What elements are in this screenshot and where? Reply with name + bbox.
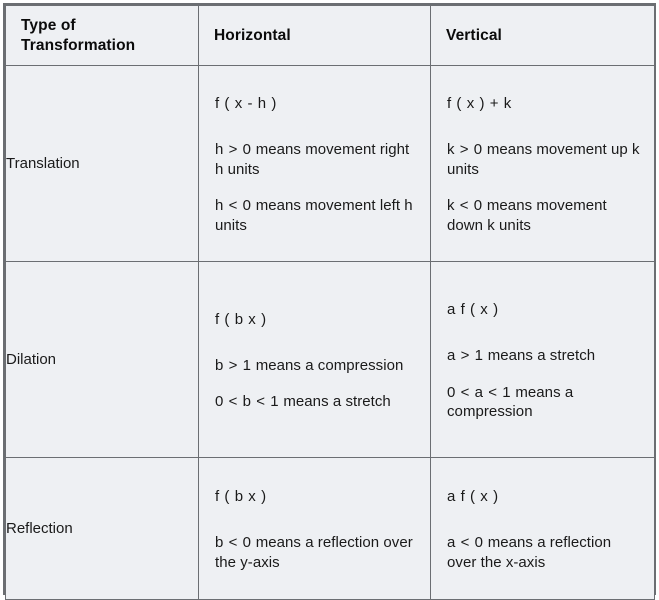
statement-condition: k > 0 (447, 140, 483, 158)
table-row: Translation f ( x - h ) h > 0 means move… (5, 65, 655, 262)
cell-content: f ( x - h ) h > 0 means movement right h… (199, 75, 430, 252)
statement-condition: a > 1 (447, 346, 484, 364)
statement-text: means movement down k units (447, 197, 607, 235)
column-header-type-label: Type of Transformation (6, 16, 198, 56)
transformations-table-frame: Type of Transformation Horizontal Vertic… (3, 3, 656, 600)
statement-text: means a compression (447, 383, 574, 421)
cell-content: a f ( x ) a < 0 means a reflection over … (431, 468, 654, 588)
statement-text: means a stretch (487, 346, 596, 364)
column-header-vertical-label: Vertical (431, 26, 654, 46)
statement-condition: b < 0 (215, 534, 252, 552)
formula: f ( b x ) (215, 310, 267, 328)
transformations-table: Type of Transformation Horizontal Vertic… (5, 5, 655, 600)
column-header-horizontal: Horizontal (198, 5, 431, 66)
cell-content: f ( b x ) b > 1 means a compression 0 < … (199, 291, 430, 428)
statement: k < 0 means movement down k units (447, 196, 640, 236)
statement-condition: h < 0 (215, 197, 252, 215)
cell-content: f ( b x ) b < 0 means a reflection over … (199, 468, 430, 588)
statement: a < 0 means a reflection over the x-axis (447, 533, 640, 573)
row-label-translation: Translation (5, 65, 199, 262)
cell-reflection-vertical: a f ( x ) a < 0 means a reflection over … (430, 457, 655, 600)
statement-text: means a reflection over the x-axis (447, 534, 612, 571)
cell-translation-horizontal: f ( x - h ) h > 0 means movement right h… (198, 65, 431, 262)
statement-text: means movement right h units (215, 140, 410, 178)
column-header-vertical: Vertical (430, 5, 655, 66)
statement: h > 0 means movement right h units (215, 140, 416, 180)
formula: f ( x - h ) (215, 95, 277, 112)
statement-text: means a stretch (283, 393, 391, 411)
cell-reflection-horizontal: f ( b x ) b < 0 means a reflection over … (198, 457, 431, 600)
statement-text: means a compression (255, 356, 404, 374)
formula: f ( x ) + k (447, 95, 512, 112)
statement: 0 < a < 1 means a compression (447, 383, 640, 423)
statement: 0 < b < 1 means a stretch (215, 392, 416, 412)
statement: a > 1 means a stretch (447, 346, 640, 366)
statement-condition: a < 0 (447, 534, 484, 552)
statement-text: means movement up k units (447, 140, 640, 178)
statement-condition: 0 < a < 1 (447, 383, 512, 401)
column-header-horizontal-label: Horizontal (199, 26, 430, 46)
statement-condition: b > 1 (215, 356, 252, 374)
row-label-dilation: Dilation (5, 261, 199, 458)
statement-condition: h > 0 (215, 140, 252, 158)
column-header-horizontal-line-1: Horizontal (214, 26, 291, 44)
statement-condition: k < 0 (447, 197, 483, 215)
statement: b < 0 means a reflection over the y-axis (215, 533, 416, 573)
statement-text: means a reflection over the y-axis (215, 534, 413, 571)
statement: b > 1 means a compression (215, 356, 416, 376)
statement: h < 0 means movement left h units (215, 196, 416, 236)
statement: k > 0 means movement up k units (447, 140, 640, 180)
statement-condition: 0 < b < 1 (215, 393, 280, 411)
cell-dilation-vertical: a f ( x ) a > 1 means a stretch 0 < a < … (430, 261, 655, 458)
cell-translation-vertical: f ( x ) + k k > 0 means movement up k un… (430, 65, 655, 262)
formula: f ( b x ) (215, 488, 267, 506)
row-label-reflection: Reflection (5, 457, 199, 600)
table-row: Reflection f ( b x ) b < 0 means a refle… (5, 457, 655, 600)
cell-content: f ( x ) + k k > 0 means movement up k un… (431, 75, 654, 252)
table-header-row: Type of Transformation Horizontal Vertic… (5, 5, 655, 66)
column-header-vertical-line-1: Vertical (446, 26, 502, 44)
table-row: Dilation f ( b x ) b > 1 means a compres… (5, 261, 655, 458)
column-header-type: Type of Transformation (5, 5, 199, 66)
column-header-type-line-1: Type of (21, 16, 76, 34)
statement-text: means movement left h units (215, 197, 413, 235)
formula: a f ( x ) (447, 300, 499, 318)
column-header-type-line-2: Transformation (21, 36, 136, 54)
cell-content: a f ( x ) a > 1 means a stretch 0 < a < … (431, 281, 654, 438)
cell-dilation-horizontal: f ( b x ) b > 1 means a compression 0 < … (198, 261, 431, 458)
formula: a f ( x ) (447, 488, 499, 506)
